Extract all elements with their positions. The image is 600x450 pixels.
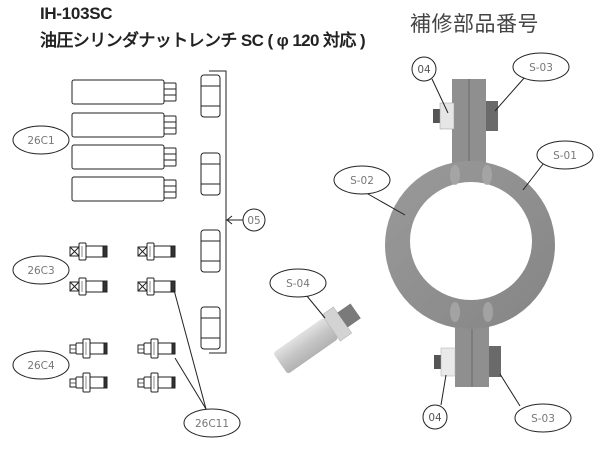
callout-04-top: 04 [411,56,437,82]
hex-nut-05 [200,152,221,196]
svg-text:S-03: S-03 [529,62,553,74]
adapter-26C3 [69,242,108,261]
callout-S-04: S-04 [269,268,327,298]
svg-text:26C1: 26C1 [27,135,54,147]
section-title: 補修部品番号 [410,13,539,36]
adapter-26C4 [137,338,176,359]
hex-nut-05 [200,229,221,273]
callout-26C4: 26C4 [12,350,70,380]
bracket-line [209,70,227,354]
ring-wrench [385,79,555,387]
callout-26C1: 26C1 [12,125,70,155]
svg-text:04: 04 [417,64,431,76]
adapter-26C11 [137,277,176,296]
adapter-26C4 [69,338,108,359]
extension-26C1 [71,144,177,170]
part-05-group [200,70,243,354]
callout-26C3: 26C3 [12,255,70,285]
callout-26C11: 26C11 [183,408,241,438]
adapter-26C11 [137,242,176,261]
adapter-26C4 [69,372,108,393]
callout-S-03-bottom: S-03 [514,403,572,433]
product-name: 油圧シリンダナットレンチ SC ( φ 120 対応 ) [40,31,366,50]
adapter-26C3 [69,277,108,296]
callout-05: 05 [242,208,266,232]
model-number: IH-103SC [40,4,113,23]
svg-text:26C11: 26C11 [195,418,229,430]
extension-26C1 [71,79,177,105]
svg-text:S-01: S-01 [553,150,577,162]
extension-S-04 [273,303,361,374]
extension-26C1 [71,176,177,202]
extension-26C1 [71,112,177,138]
callout-04-bottom: 04 [422,404,448,430]
hex-nut-05 [200,306,221,350]
part-26C3-group [69,242,176,296]
svg-text:05: 05 [247,215,260,227]
svg-text:S-04: S-04 [286,278,310,290]
svg-text:S-03: S-03 [531,413,555,425]
adapter-26C4 [137,372,176,393]
callout-S-02: S-02 [333,165,391,195]
svg-text:26C3: 26C3 [27,265,54,277]
svg-text:S-02: S-02 [350,175,374,187]
leader-26C11 [173,289,207,410]
callout-S-03-top: S-03 [512,52,570,82]
svg-text:26C4: 26C4 [27,360,55,372]
leader-lines-right [301,76,551,407]
part-26C4-group [69,338,176,393]
hex-nut-05 [200,74,221,118]
callout-S-01: S-01 [536,140,594,170]
svg-text:04: 04 [428,412,442,424]
part-26C1-group [71,79,177,202]
